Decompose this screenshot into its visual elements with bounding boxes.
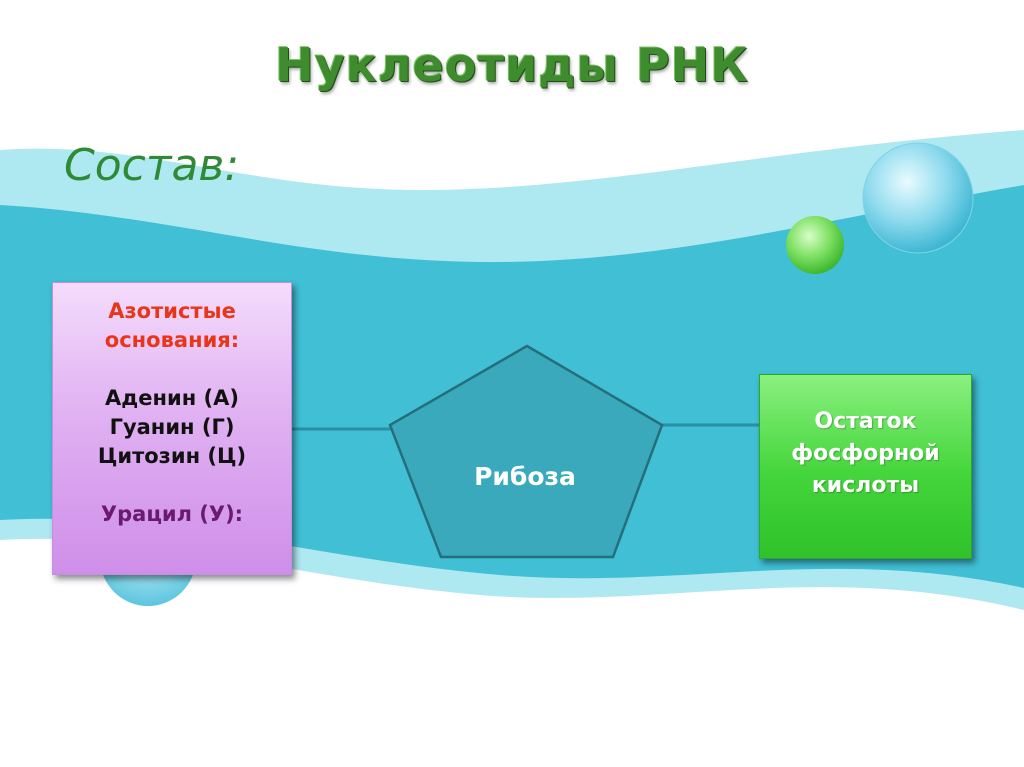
base-item-cytosine: Цитозин (Ц) (97, 444, 247, 468)
decor-sphere-green (786, 216, 844, 274)
ribose-label: Рибоза (474, 462, 576, 491)
base-item-guanine: Гуанин (Г) (109, 415, 235, 439)
page-title: Нуклеотиды РНК (275, 38, 749, 92)
phosphate-residue-box: Остаток фосфорной кислоты (759, 374, 972, 559)
bases-heading: Азотистые основания: (53, 297, 291, 355)
base-item-uracil: Урацил (У): (100, 502, 244, 526)
bases-heading-line1: Азотистые (108, 299, 236, 323)
bases-heading-line2: основания: (104, 328, 240, 352)
base-item-adenine: Аденин (А) (105, 386, 239, 410)
bases-list: Аденин (А) Гуанин (Г) Цитозин (Ц) (53, 384, 291, 471)
ribose-pentagon (388, 344, 664, 559)
phosphate-text: Остаток фосфорной кислоты (791, 406, 939, 502)
nitrogenous-bases-box: Азотистые основания: Аденин (А) Гуанин (… (52, 282, 292, 575)
phosphate-line2: фосфорной (791, 440, 940, 466)
composition-label: Состав: (64, 140, 240, 191)
phosphate-line3: кислоты (811, 472, 920, 498)
decor-sphere-large (862, 142, 974, 254)
phosphate-line1: Остаток (814, 408, 917, 434)
